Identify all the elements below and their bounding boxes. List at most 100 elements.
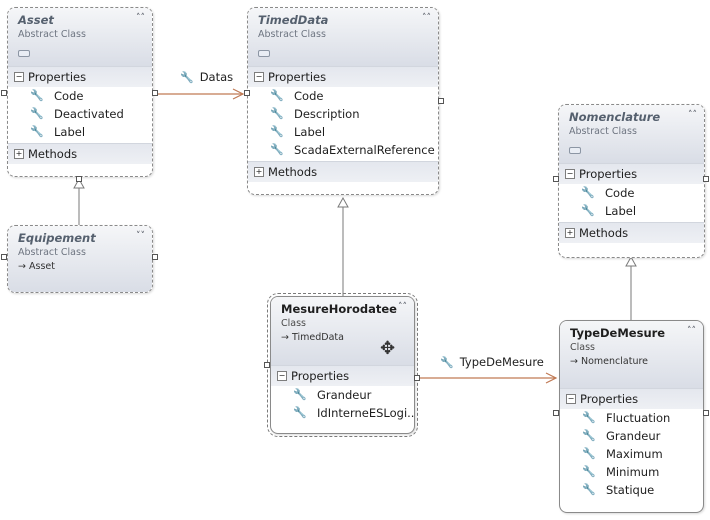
resize-handle[interactable] bbox=[553, 176, 559, 182]
base-class-name: TimedData bbox=[292, 332, 344, 343]
class-title: MesureHorodatee bbox=[281, 302, 397, 316]
property-row[interactable]: 🔧Label bbox=[559, 202, 704, 220]
class-asset-header[interactable]: Asset Abstract Class ˄˄ bbox=[8, 8, 152, 66]
collapse-minus-icon[interactable]: − bbox=[277, 370, 287, 381]
wrench-icon: 🔧 bbox=[30, 125, 44, 138]
class-nomenclature[interactable]: Nomenclature Abstract Class ˄˄ −Properti… bbox=[558, 104, 705, 258]
double-chevron-down-icon[interactable]: ˅˅ bbox=[136, 231, 145, 241]
class-nomenclature-header[interactable]: Nomenclature Abstract Class ˄˄ bbox=[559, 105, 704, 163]
property-name: Minimum bbox=[606, 465, 660, 479]
methods-label: Methods bbox=[28, 147, 78, 161]
properties-label: Properties bbox=[580, 392, 639, 406]
expand-plus-icon[interactable]: + bbox=[254, 166, 264, 177]
property-row[interactable]: 🔧IdInterneESLogi... bbox=[271, 404, 414, 422]
property-name: Grandeur bbox=[606, 429, 661, 443]
class-mesurehorodatee[interactable]: MesureHorodatee Class → TimedData ˄˄ −Pr… bbox=[267, 293, 418, 437]
class-mesurehorodatee-header[interactable]: MesureHorodatee Class → TimedData ˄˄ bbox=[271, 297, 414, 365]
methods-section-header[interactable]: + Methods bbox=[559, 222, 704, 243]
properties-section-header[interactable]: −Properties bbox=[248, 66, 438, 87]
resize-handle[interactable] bbox=[76, 176, 82, 182]
collapse-minus-icon[interactable]: − bbox=[14, 71, 24, 82]
inheritance-mesure-timeddata-arrowhead bbox=[337, 196, 349, 208]
class-typedemesure-header[interactable]: TypeDeMesure Class → Nomenclature ˄˄ bbox=[560, 321, 703, 388]
double-chevron-up-icon[interactable]: ˄˄ bbox=[136, 13, 145, 23]
base-class: → TimedData bbox=[281, 331, 406, 345]
property-row[interactable]: 🔧Deactivated bbox=[8, 105, 152, 123]
property-row[interactable]: 🔧Maximum bbox=[560, 445, 703, 463]
properties-section-header[interactable]: −Properties bbox=[559, 163, 704, 184]
association-datas-label[interactable]: 🔧Datas bbox=[180, 70, 233, 84]
collapse-minus-icon[interactable]: − bbox=[565, 168, 575, 179]
expand-plus-icon[interactable]: + bbox=[565, 227, 575, 238]
double-chevron-up-icon[interactable]: ˄˄ bbox=[422, 13, 431, 23]
base-class: → Nomenclature bbox=[570, 355, 695, 369]
wrench-icon: 🔧 bbox=[270, 89, 284, 102]
methods-section-header[interactable]: +Methods bbox=[248, 161, 438, 182]
property-name: Description bbox=[294, 107, 360, 121]
property-row[interactable]: 🔧Label bbox=[248, 123, 438, 141]
class-title: Nomenclature bbox=[569, 110, 661, 124]
double-chevron-up-icon[interactable]: ˄˄ bbox=[398, 302, 407, 312]
move-cursor-icon[interactable]: ✥ bbox=[380, 338, 396, 359]
wrench-icon: 🔧 bbox=[293, 388, 307, 401]
property-row[interactable]: 🔧Grandeur bbox=[560, 427, 703, 445]
resize-handle[interactable] bbox=[152, 254, 158, 260]
property-name: Statique bbox=[606, 483, 655, 497]
class-stereotype: Abstract Class bbox=[569, 126, 637, 137]
resize-handle[interactable] bbox=[152, 90, 158, 96]
properties-section-header[interactable]: −Properties bbox=[271, 365, 414, 386]
resize-handle[interactable] bbox=[1, 90, 7, 96]
class-shape-icon bbox=[18, 42, 144, 61]
property-row[interactable]: 🔧Label bbox=[8, 123, 152, 141]
property-row[interactable]: 🔧 Grandeur bbox=[271, 386, 414, 404]
property-name: Fluctuation bbox=[606, 411, 671, 425]
property-row[interactable]: 🔧 Minimum bbox=[560, 463, 703, 481]
inheritance-typedemesure-nomenclature-arrowhead bbox=[625, 255, 637, 267]
class-timeddata-header[interactable]: TimedData Abstract Class ˄˄ bbox=[248, 8, 438, 66]
association-typedemesure-label[interactable]: 🔧TypeDeMesure bbox=[440, 355, 544, 369]
wrench-icon: 🔧 bbox=[582, 411, 596, 424]
wrench-icon: 🔧 bbox=[582, 483, 596, 496]
resize-handle[interactable] bbox=[703, 176, 709, 182]
collapse-minus-icon[interactable]: − bbox=[566, 393, 576, 404]
arrow-right-icon: → bbox=[18, 261, 26, 272]
resize-handle[interactable] bbox=[414, 375, 420, 381]
methods-label: Methods bbox=[579, 226, 629, 240]
collapse-minus-icon[interactable]: − bbox=[254, 71, 264, 82]
resize-handle[interactable] bbox=[703, 410, 709, 416]
property-name: Code bbox=[605, 186, 635, 200]
property-row[interactable]: 🔧Description bbox=[248, 105, 438, 123]
resize-handle[interactable] bbox=[1, 254, 7, 260]
class-title: Equipement bbox=[18, 231, 96, 245]
class-timeddata[interactable]: TimedData Abstract Class ˄˄ −Properties … bbox=[247, 7, 439, 195]
resize-handle[interactable] bbox=[553, 410, 559, 416]
property-row[interactable]: 🔧Code bbox=[248, 87, 438, 105]
class-title: TypeDeMesure bbox=[570, 326, 666, 340]
property-row[interactable]: 🔧Code bbox=[559, 184, 704, 202]
wrench-icon: 🔧 bbox=[30, 89, 44, 102]
resize-handle[interactable] bbox=[438, 98, 444, 104]
wrench-icon: 🔧 bbox=[270, 125, 284, 138]
class-equipement-header[interactable]: Equipement Abstract Class → Asset ˅˅ bbox=[8, 226, 152, 292]
class-title: Asset bbox=[18, 13, 54, 27]
property-row[interactable]: 🔧ScadaExternalReference bbox=[248, 141, 438, 159]
arrow-right-icon: → bbox=[281, 332, 289, 343]
properties-section-header[interactable]: −Properties bbox=[560, 388, 703, 409]
double-chevron-up-icon[interactable]: ˄˄ bbox=[687, 326, 696, 336]
resize-handle[interactable] bbox=[244, 90, 250, 96]
property-row[interactable]: 🔧 Statique bbox=[560, 481, 703, 499]
property-name: Grandeur bbox=[317, 388, 372, 402]
wrench-icon: 🔧 bbox=[582, 465, 596, 478]
property-row[interactable]: 🔧Code bbox=[8, 87, 152, 105]
expand-plus-icon[interactable]: + bbox=[14, 148, 24, 159]
class-title: TimedData bbox=[258, 13, 329, 27]
property-row[interactable]: 🔧 Fluctuation bbox=[560, 409, 703, 427]
methods-section-header[interactable]: + Methods bbox=[8, 143, 152, 164]
property-name: ScadaExternalReference bbox=[294, 143, 435, 157]
double-chevron-up-icon[interactable]: ˄˄ bbox=[688, 110, 697, 120]
class-equipement[interactable]: Equipement Abstract Class → Asset ˅˅ bbox=[7, 225, 153, 293]
properties-section-header[interactable]: −Properties bbox=[8, 66, 152, 87]
class-typedemesure[interactable]: TypeDeMesure Class → Nomenclature ˄˄ −Pr… bbox=[559, 320, 704, 513]
resize-handle[interactable] bbox=[264, 362, 270, 368]
class-asset[interactable]: Asset Abstract Class ˄˄ −Properties 🔧Cod… bbox=[7, 7, 153, 177]
